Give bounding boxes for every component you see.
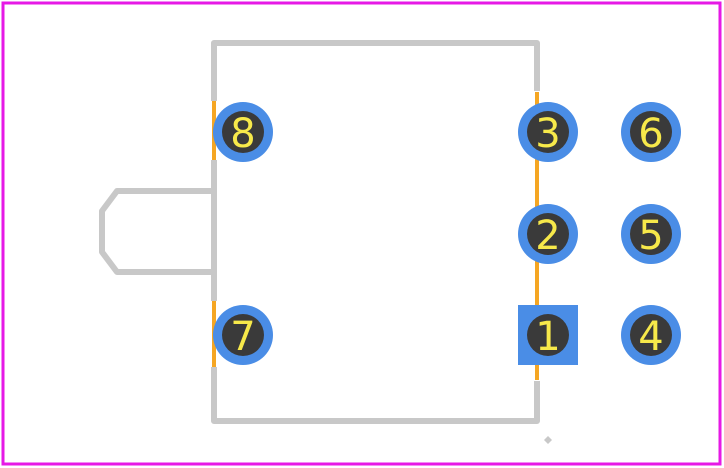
- pad-8-label: 8: [230, 111, 255, 157]
- pad-2-label: 2: [535, 213, 560, 259]
- pad-1-drill: [527, 314, 569, 356]
- pad-2-drill: [527, 213, 569, 255]
- pad-4-drill: [630, 314, 672, 356]
- origin-marker: [544, 436, 552, 444]
- pad-6-label: 6: [638, 111, 663, 157]
- actuator-outline: [99, 188, 217, 275]
- pad-3: 3: [518, 102, 578, 162]
- pad-4: 4: [621, 305, 681, 365]
- pad-8: 8: [213, 102, 273, 162]
- pad-7-drill: [222, 314, 264, 356]
- pad-1-label: 1: [535, 314, 560, 360]
- pad-3-label: 3: [535, 111, 560, 157]
- pad-1: 1: [518, 305, 578, 365]
- pad-5-drill: [630, 213, 672, 255]
- pad-7-label: 7: [230, 314, 255, 360]
- pad-5-label: 5: [638, 213, 663, 259]
- pad-2: 2: [518, 204, 578, 264]
- silkscreen-top-edge: [211, 40, 540, 101]
- pad-6-drill: [630, 111, 672, 153]
- pad-8-drill: [222, 111, 264, 153]
- pad-4-label: 4: [638, 314, 663, 360]
- pad-6: 6: [621, 102, 681, 162]
- pad-5: 5: [621, 204, 681, 264]
- pad-3-drill: [527, 111, 569, 153]
- silkscreen-body: [99, 40, 540, 424]
- silkscreen-bottom-edge: [211, 367, 540, 424]
- pad-7: 7: [213, 305, 273, 365]
